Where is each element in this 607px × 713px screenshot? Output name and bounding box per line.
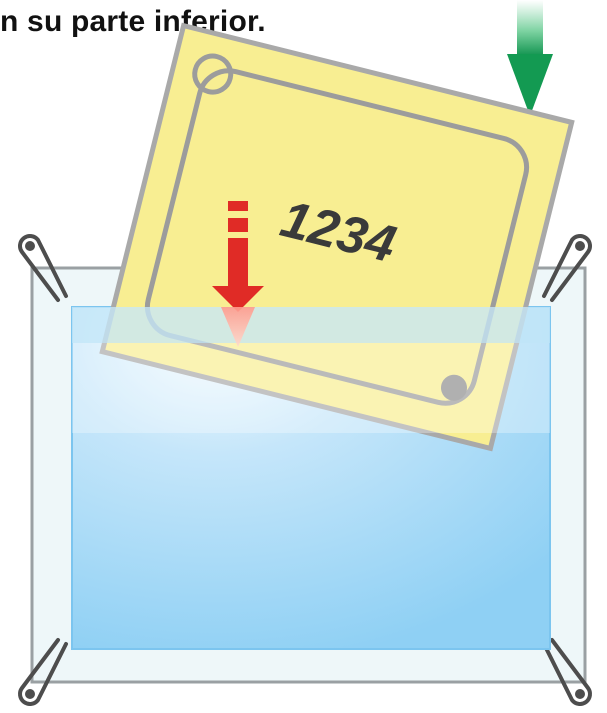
pocket-front-glare (72, 343, 550, 433)
green-down-arrow-icon (507, 0, 553, 116)
pocket-opening-band (72, 307, 550, 343)
